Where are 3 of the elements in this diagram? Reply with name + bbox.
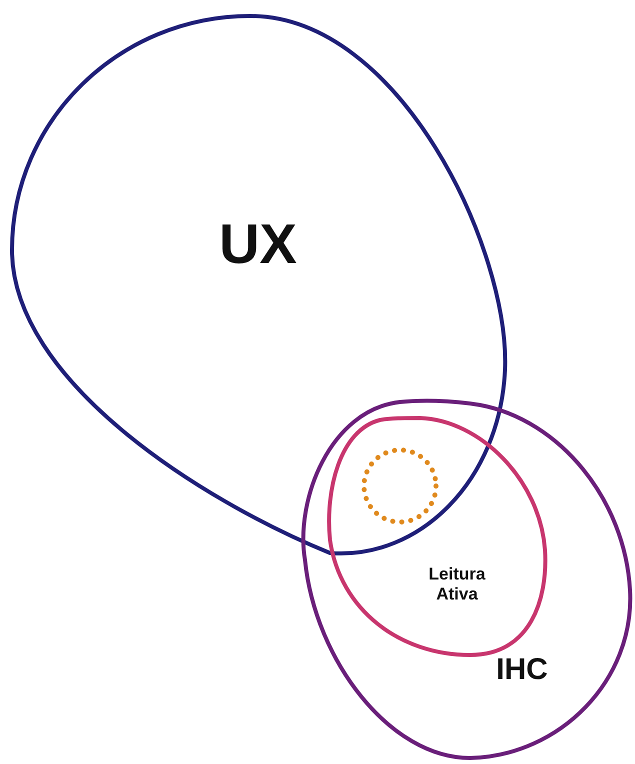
region-label: UX (219, 216, 297, 272)
region-label: IHC (496, 655, 548, 685)
region-label: Leitura Ativa (428, 564, 486, 606)
